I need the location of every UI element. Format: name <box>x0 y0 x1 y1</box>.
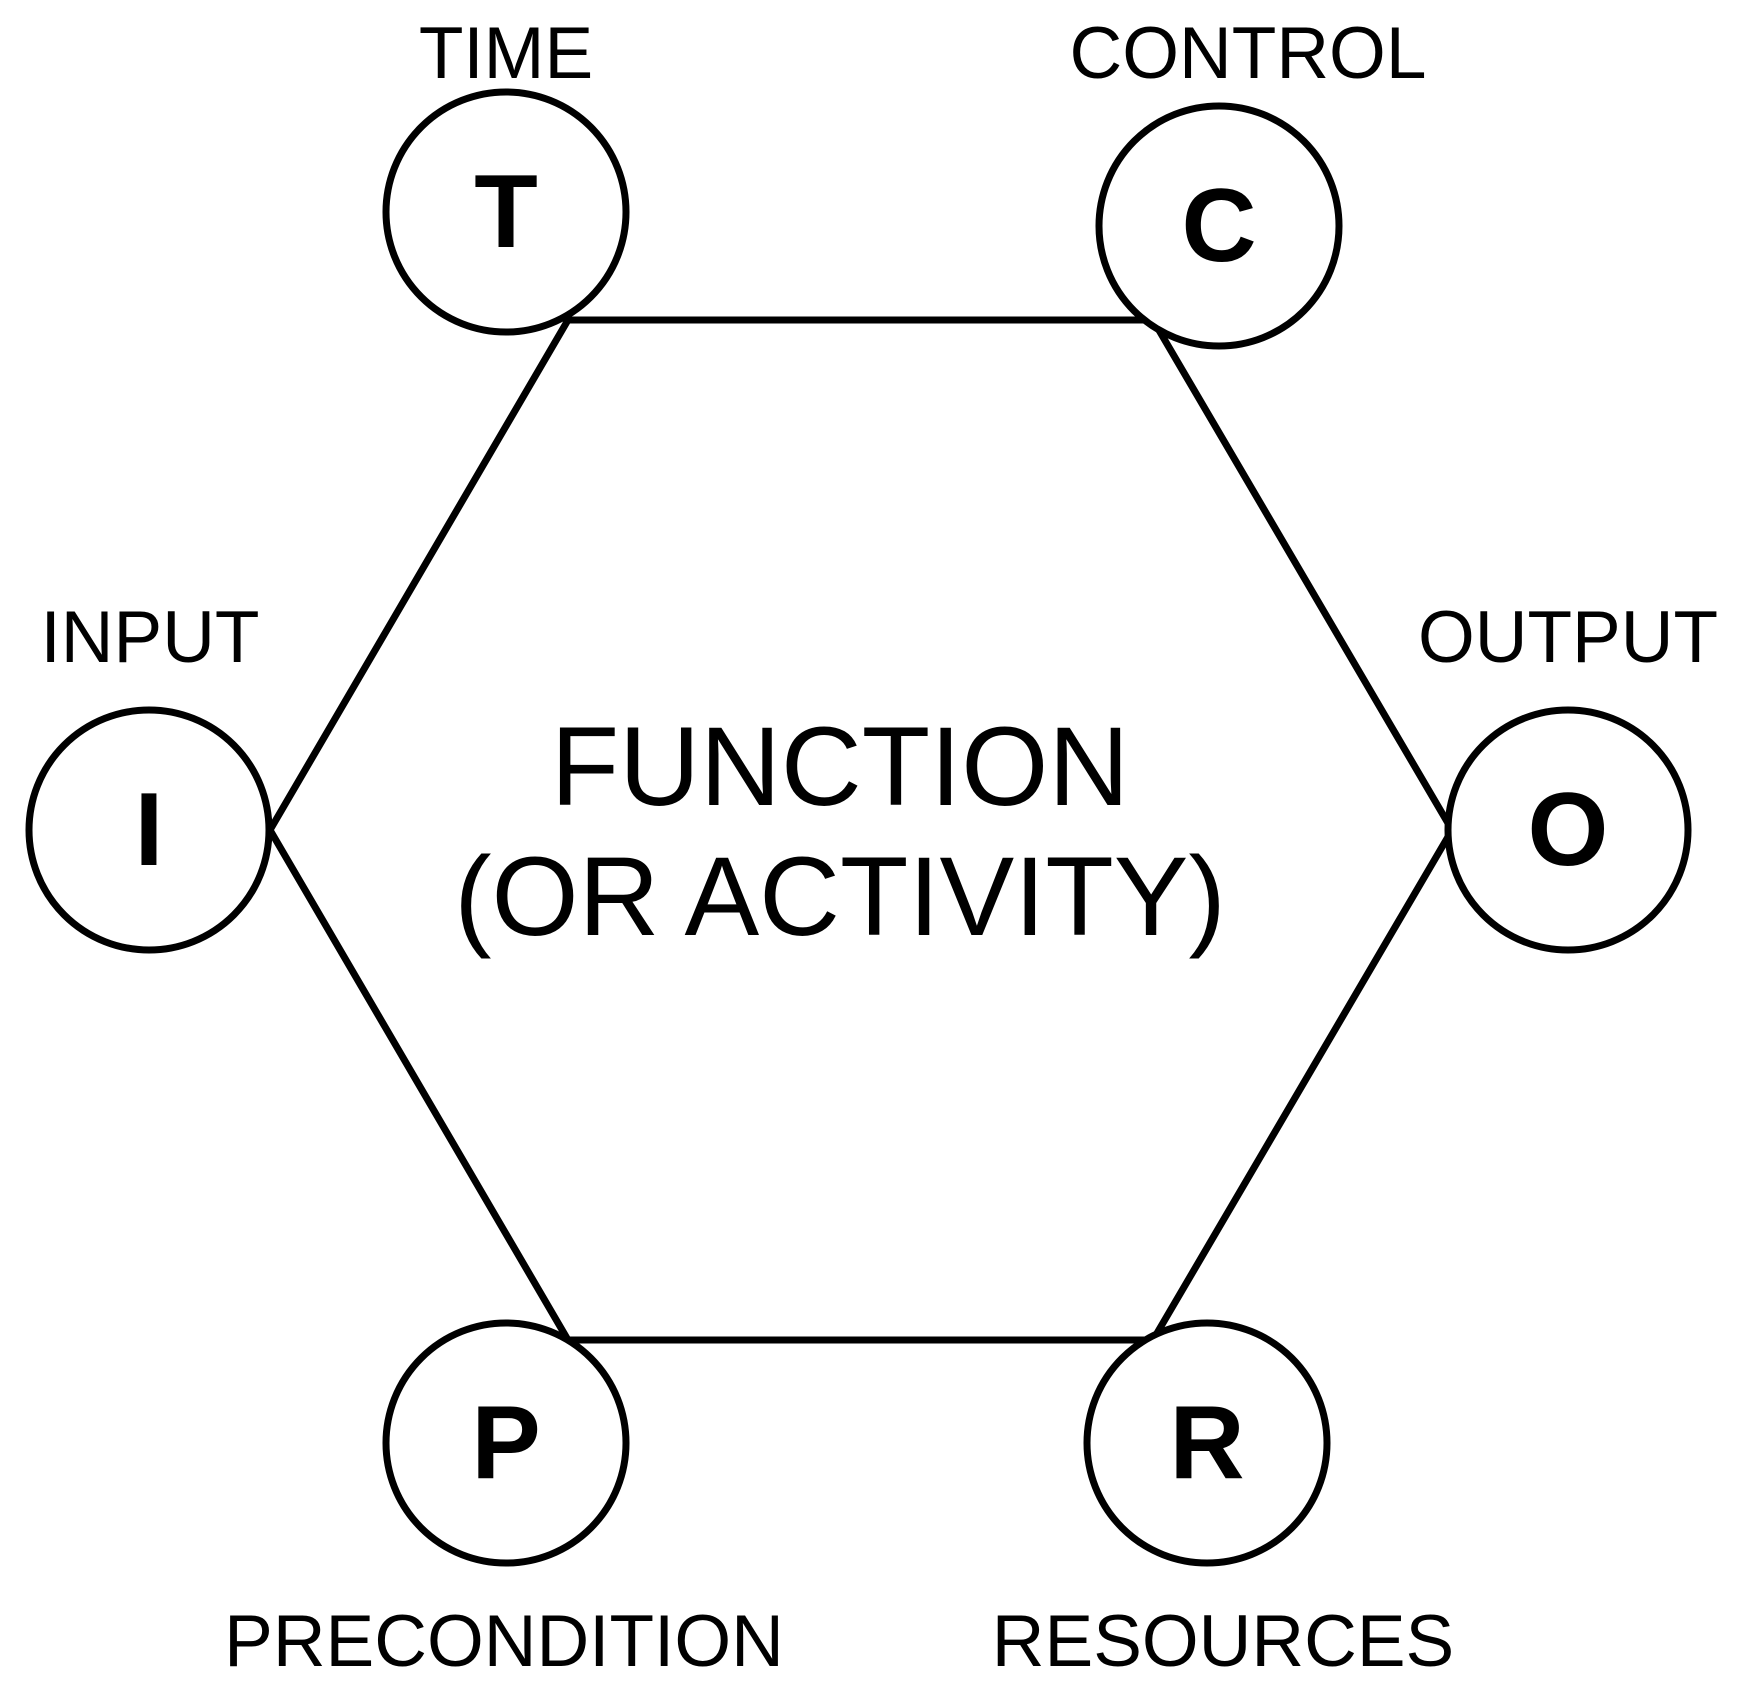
aspect-control: CONTROL C <box>1070 13 1427 350</box>
aspect-precondition-letter: P <box>471 1385 540 1501</box>
aspect-precondition-circle <box>382 1319 630 1567</box>
aspect-input: INPUT I <box>25 597 273 954</box>
aspect-precondition-label: PRECONDITION <box>224 1601 784 1682</box>
aspect-input-circle <box>25 706 273 954</box>
aspect-input-letter: I <box>135 772 164 888</box>
aspect-time: TIME T <box>382 13 630 336</box>
aspect-resources-letter: R <box>1169 1385 1244 1501</box>
hexagon-edge-upper-right <box>1149 316 1456 834</box>
aspect-time-letter: T <box>474 154 538 270</box>
aspect-time-label: TIME <box>419 13 593 94</box>
aspect-resources-label: RESOURCES <box>992 1601 1454 1682</box>
aspect-output-letter: O <box>1528 772 1609 888</box>
aspect-output: OUTPUT O <box>1418 597 1718 954</box>
function-label: FUNCTION (OR ACTIVITY) <box>454 704 1226 959</box>
aspect-control-circle <box>1095 102 1343 350</box>
aspect-output-circle <box>1444 706 1692 954</box>
aspect-output-label: OUTPUT <box>1418 597 1718 678</box>
aspect-input-label: INPUT <box>41 597 260 678</box>
hexagon-edge-lower-left <box>266 826 572 1344</box>
hexagon-edge-lower-right <box>1149 826 1456 1344</box>
function-subtitle: (OR ACTIVITY) <box>454 834 1226 959</box>
function-title: FUNCTION <box>551 704 1130 829</box>
aspect-control-letter: C <box>1181 168 1256 284</box>
aspect-time-circle <box>382 88 630 336</box>
hexagon-edge-upper-left <box>266 316 572 834</box>
aspect-precondition: P PRECONDITION <box>224 1319 784 1682</box>
function-hexagon <box>266 316 1456 1344</box>
aspect-resources-circle <box>1083 1319 1331 1567</box>
aspect-control-label: CONTROL <box>1070 13 1427 94</box>
aspect-resources: R RESOURCES <box>992 1319 1454 1682</box>
